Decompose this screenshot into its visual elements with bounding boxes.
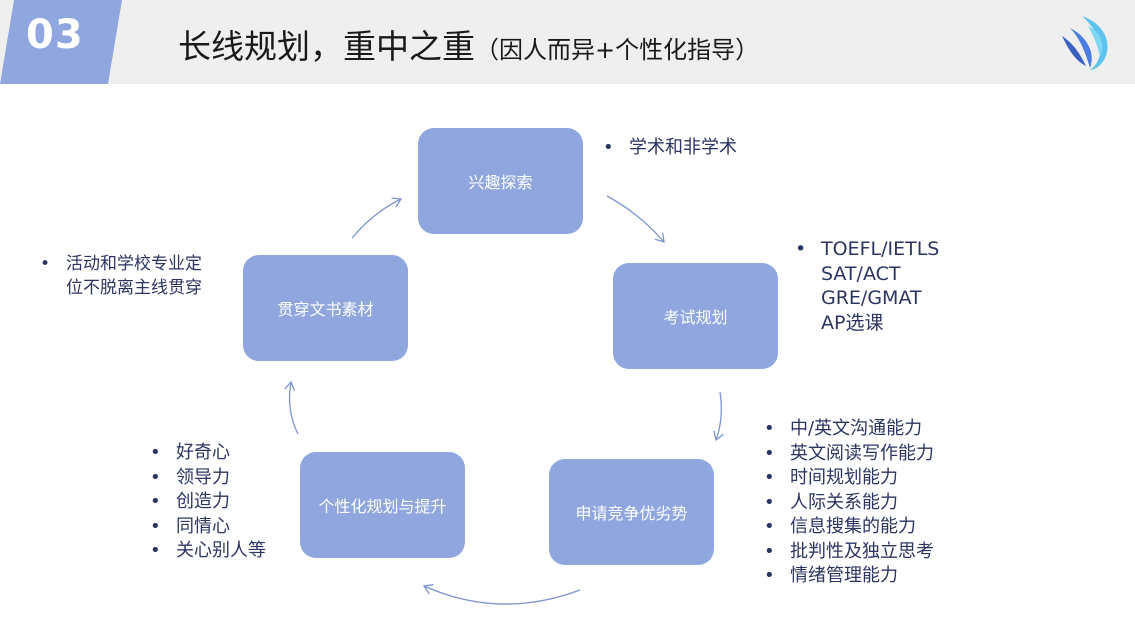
header-band [0, 0, 1135, 84]
note-item: 信息搜集的能力 [764, 515, 934, 540]
notes-competitive: 中/英文沟通能力 英文阅读写作能力 时间规划能力 人际关系能力 信息搜集的能力 … [764, 417, 934, 589]
note-item: 批判性及独立思考 [764, 540, 934, 565]
notes-personal: 好奇心 领导力 创造力 同情心 关心别人等 [150, 441, 266, 564]
note-line: 位不脱离主线贯穿 [66, 278, 202, 298]
note-item: 创造力 [150, 490, 266, 515]
title-main: 长线规划，重中之重 [178, 27, 475, 66]
arrow-competitive-to-personal [422, 584, 581, 605]
slide-title: 长线规划，重中之重（因人而异+个性化指导） [178, 20, 759, 68]
note-item: GRE/GMAT [821, 287, 922, 309]
node-exam-planning: 考试规划 [613, 263, 778, 369]
node-personal-development: 个性化规划与提升 [300, 452, 465, 558]
note-line: 活动和学校专业定 [66, 254, 202, 274]
node-interest-exploration: 兴趣探索 [418, 128, 583, 234]
note-item: 人际关系能力 [764, 491, 934, 516]
node-competitive-advantage: 申请竞争优劣势 [549, 459, 714, 565]
arrow-essay-to-interest [351, 197, 403, 239]
wave-swirl-logo-icon [1062, 16, 1108, 70]
note-item: 同情心 [150, 515, 266, 540]
note-item: TOEFL/IETLS [795, 237, 939, 262]
arrow-interest-to-exam [606, 195, 665, 243]
note-item: AP选课 [821, 311, 884, 334]
notes-interest: 学术和非学术 [603, 136, 737, 161]
note-item: 英文阅读写作能力 [764, 442, 934, 467]
note-item: SAT/ACT [821, 262, 901, 285]
note-item: 关心别人等 [150, 539, 266, 564]
note-item: 中/英文沟通能力 [764, 417, 934, 442]
title-subtitle: （因人而异+个性化指导） [475, 36, 760, 64]
note-item: 好奇心 [150, 441, 266, 466]
note-item: 学术和非学术 [603, 136, 737, 161]
notes-exam: TOEFL/IETLS SAT/ACT GRE/GMAT AP选课 [795, 237, 939, 335]
section-number-tab [0, 0, 122, 84]
note-item: 时间规划能力 [764, 466, 934, 491]
arrow-exam-to-competitive [713, 391, 724, 442]
note-item: 领导力 [150, 466, 266, 491]
note-item: 情绪管理能力 [764, 564, 934, 589]
section-number: 03 [26, 12, 84, 58]
arrow-personal-to-essay [284, 380, 299, 435]
node-essay-material: 贯穿文书素材 [243, 255, 408, 361]
